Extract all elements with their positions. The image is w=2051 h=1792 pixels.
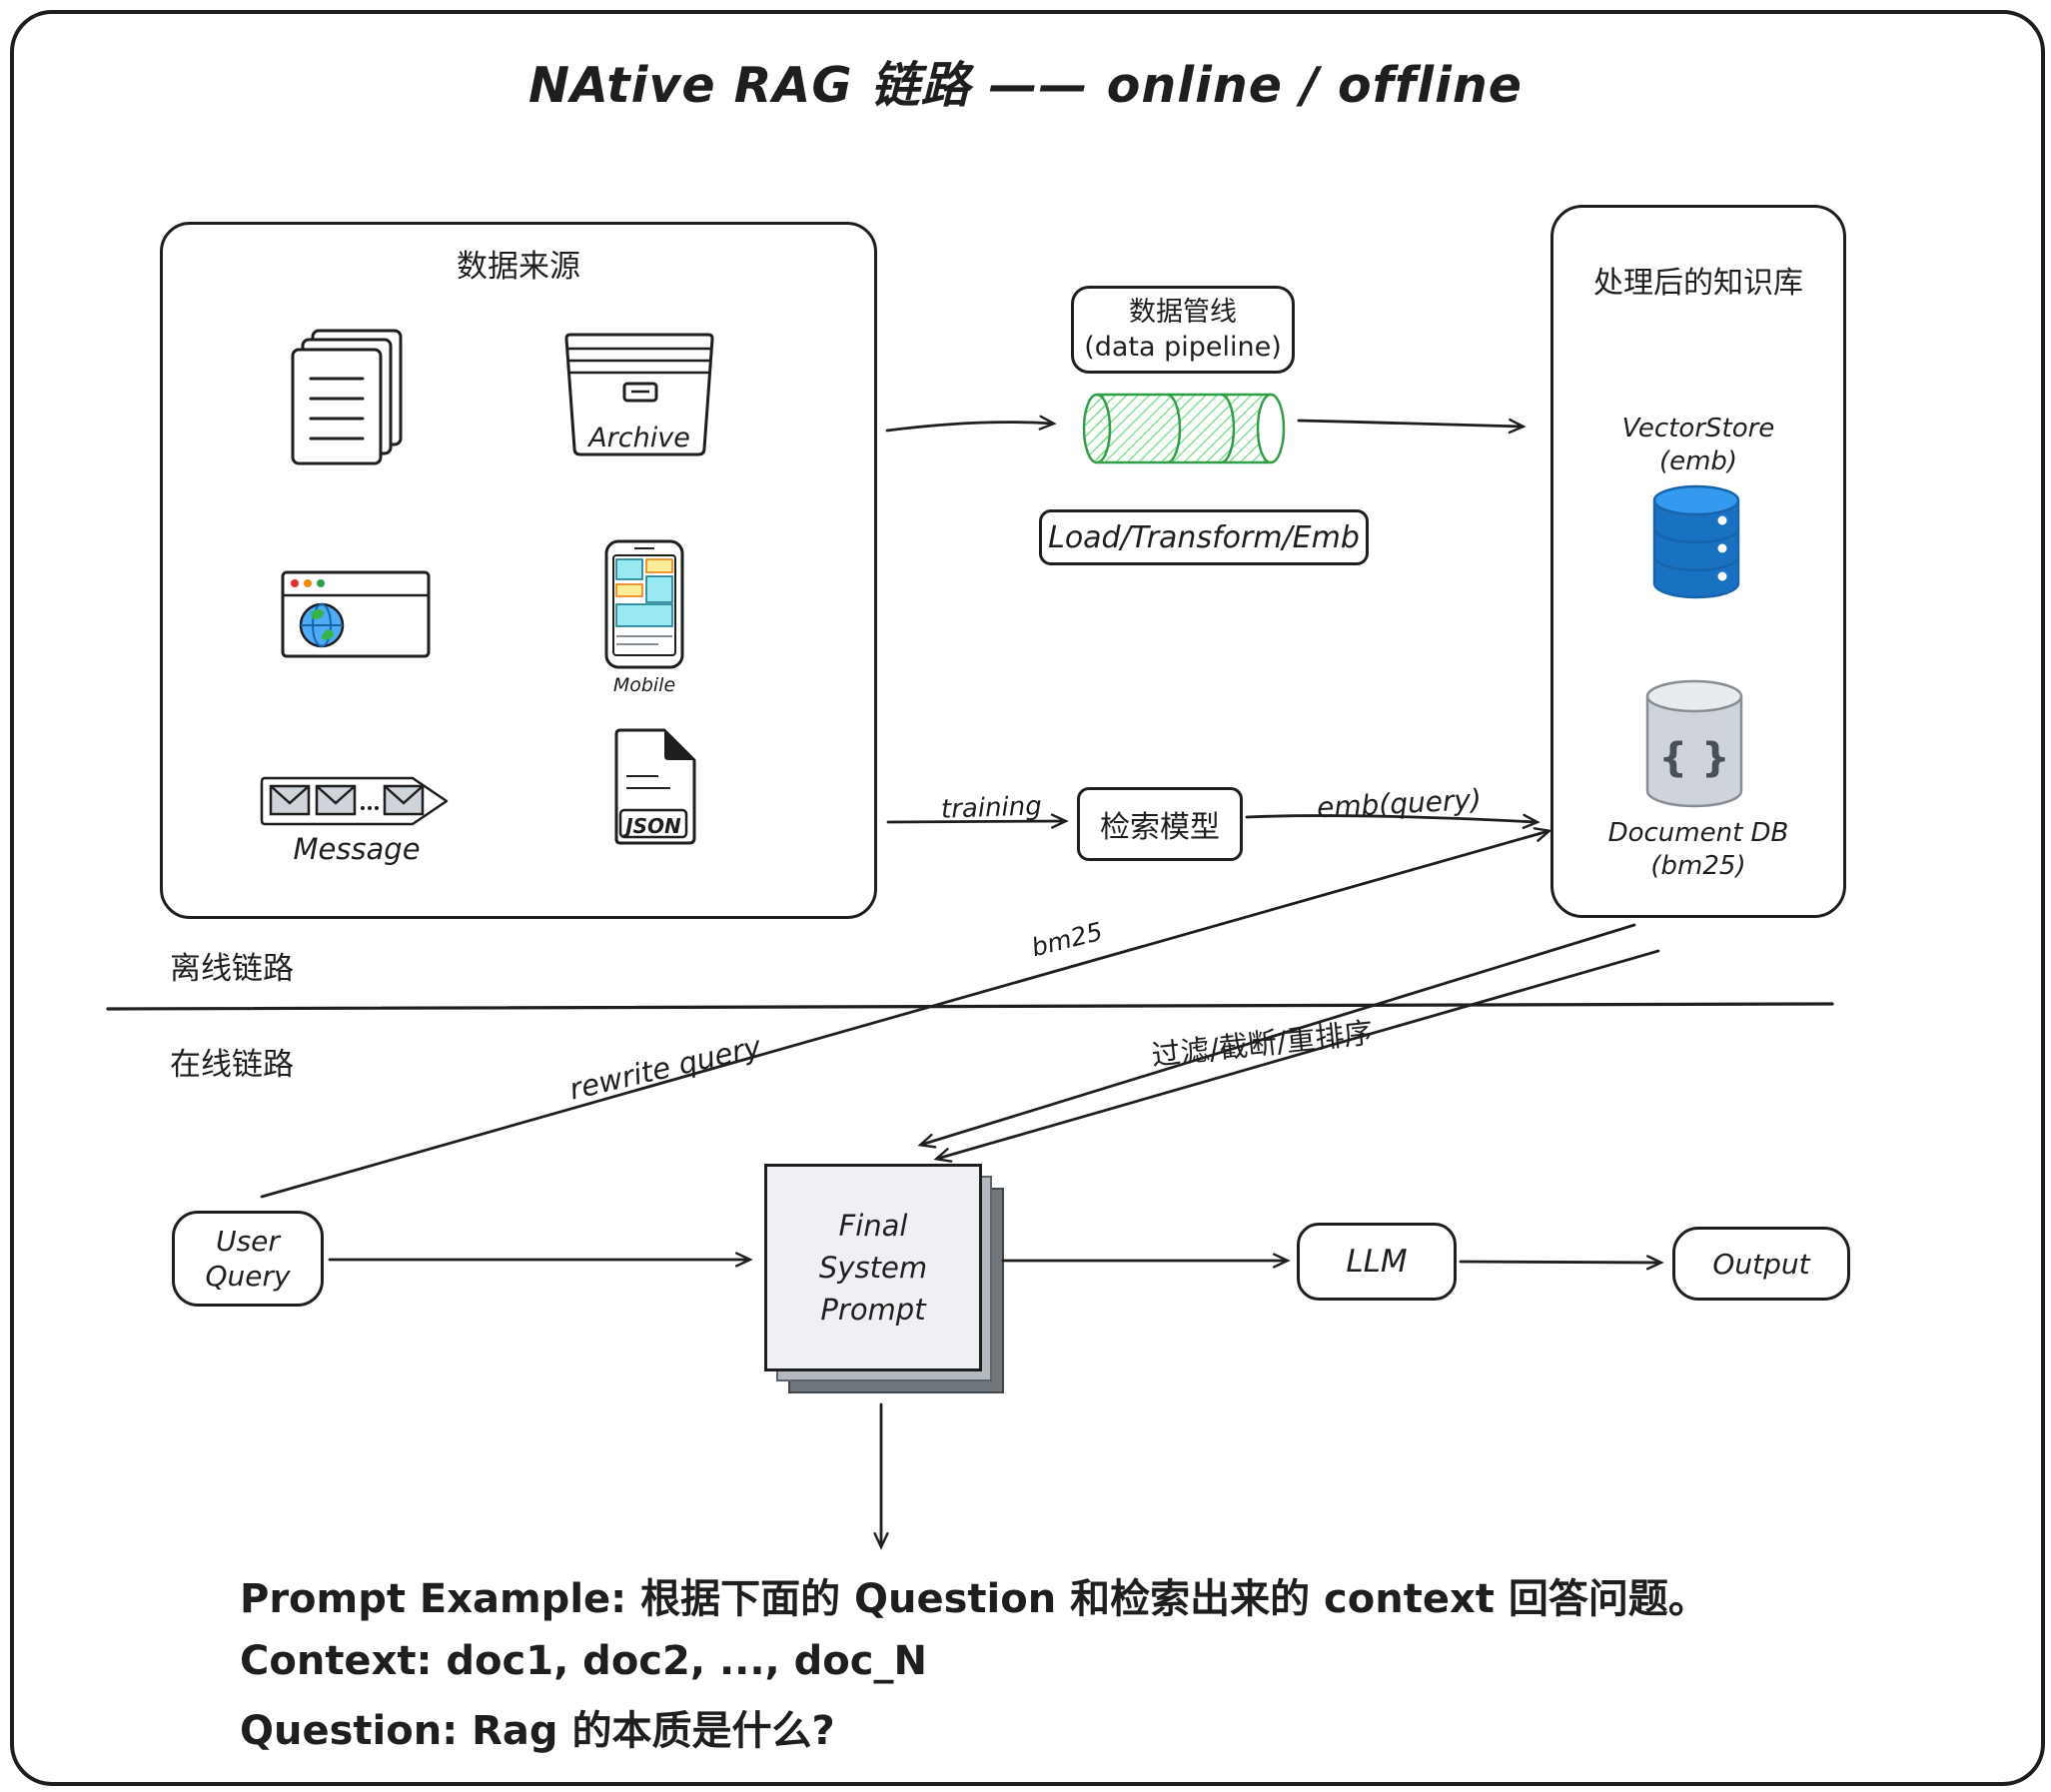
mobile-label: Mobile [612,674,676,696]
prompt-example-line3: Question: Rag 的本质是什么? [240,1708,835,1754]
documents-icon [291,329,403,465]
diagram-title: NAtive RAG 链路 —— online / offline [527,57,1524,114]
archive-label: Archive [588,423,690,453]
message-label: Message [293,832,421,866]
llm-label: LLM [1346,1244,1408,1280]
training-edge-label: training [940,791,1043,825]
envelope-icon [383,784,425,816]
offline-lane-label: 离线链路 [170,951,294,987]
vectorstore-db-icon [1652,484,1740,599]
knowledge-base-box: 处理后的知识库 VectorStore (emb) { } Document D… [1550,205,1846,918]
prompt-example-block: Prompt Example: 根据下面的 Question 和检索出来的 co… [240,1566,1798,1756]
envelope-icon [315,784,357,816]
mobile-icon [604,539,684,669]
envelope-icon [269,784,311,816]
data-pipeline-label-box: 数据管线 (data pipeline) [1071,286,1295,374]
knowledge-base-title: 处理后的知识库 [1593,266,1803,301]
output-label: Output [1712,1247,1810,1281]
user-query-box: User Query [172,1211,324,1307]
prompt-example-line2: Context: doc1, doc2, ..., doc_N [240,1638,927,1684]
browser-icon [281,570,431,658]
retrieval-model-box: 检索模型 [1077,787,1243,861]
output-box: Output [1672,1227,1850,1301]
document-db-braces: { } [1658,735,1730,781]
json-label: JSON [625,814,681,838]
globe-icon [299,602,345,648]
document-db-icon [1645,679,1743,808]
online-lane-label: 在线链路 [170,1047,294,1083]
document-db-label: Document DB (bm25) [1607,818,1789,881]
archive-icon [564,333,714,456]
load-transform-emb-label: Load/Transform/Emb [1048,519,1360,555]
llm-box: LLM [1297,1223,1457,1301]
final-prompt-box: Final System Prompt [764,1164,982,1371]
pipeline-cylinder-icon [1082,393,1286,464]
data-pipeline-label: 数据管线 (data pipeline) [1084,296,1282,363]
retrieval-model-label: 检索模型 [1100,810,1220,845]
load-transform-emb-box: Load/Transform/Emb [1039,509,1369,565]
prompt-example-line1: Prompt Example: 根据下面的 Question 和检索出来的 co… [240,1576,1708,1622]
message-icon [260,776,449,826]
data-sources-box: 数据来源 Archiv [160,222,877,919]
canvas-frame [10,10,2045,1786]
final-prompt-label: Final System Prompt [818,1208,928,1328]
data-sources-title: 数据来源 [457,249,580,285]
vectorstore-label: VectorStore (emb) [1621,414,1775,476]
user-query-label: User Query [205,1225,291,1293]
